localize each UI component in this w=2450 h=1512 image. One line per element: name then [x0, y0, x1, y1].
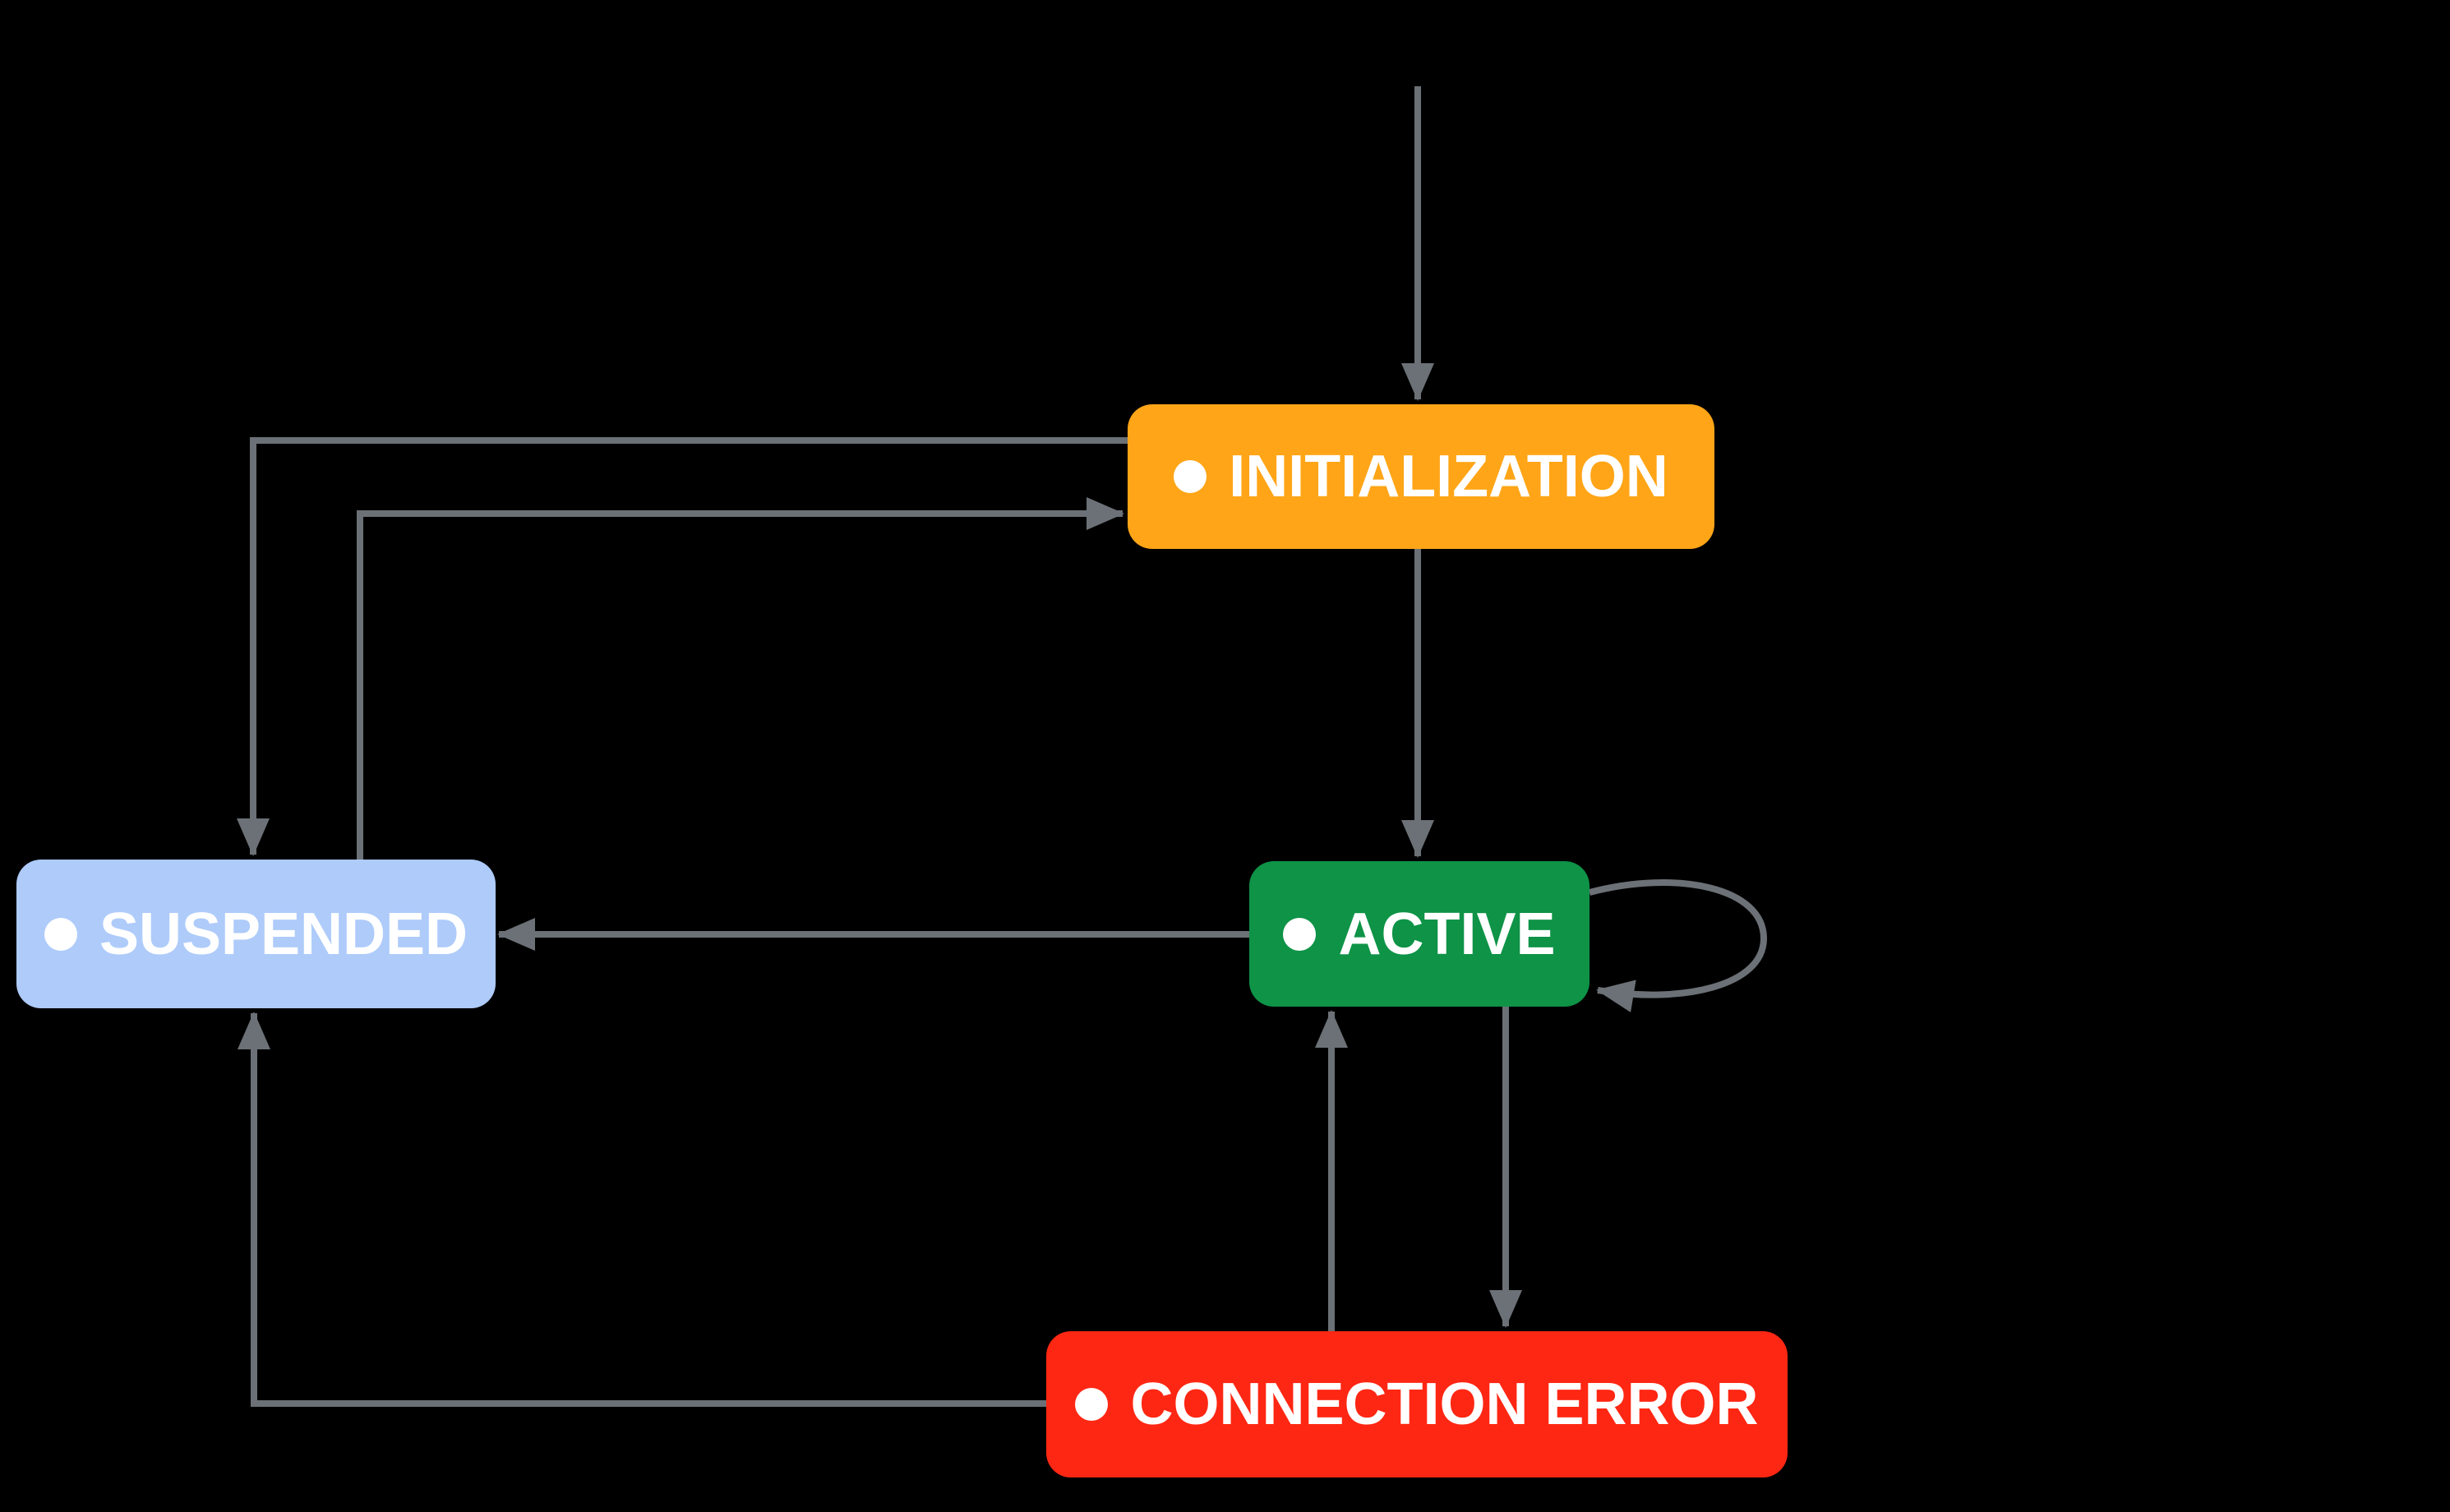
- state-label: INITIALIZATION: [1229, 444, 1668, 509]
- state-node-active: ACTIVE: [1249, 861, 1590, 1007]
- state-bullet-icon: [1283, 917, 1317, 951]
- state-label: SUSPENDED: [99, 901, 468, 967]
- transition-active-self-loop: [1588, 879, 1768, 1012]
- state-bullet-icon: [1075, 1388, 1109, 1421]
- state-bullet-icon: [44, 917, 77, 951]
- state-label: CONNECTION ERROR: [1130, 1371, 1759, 1437]
- state-label: ACTIVE: [1338, 901, 1556, 967]
- state-bullet-icon: [1174, 460, 1207, 493]
- state-node-suspended: SUSPENDED: [16, 860, 496, 1008]
- state-node-connection-error: CONNECTION ERROR: [1046, 1331, 1788, 1477]
- transition-initialization-to-suspended: [237, 437, 1128, 856]
- state-node-initialization: INITIALIZATION: [1128, 404, 1714, 549]
- transition-connection-error-to-suspended: [238, 1012, 1046, 1407]
- transition-suspended-to-initialization: [357, 497, 1124, 860]
